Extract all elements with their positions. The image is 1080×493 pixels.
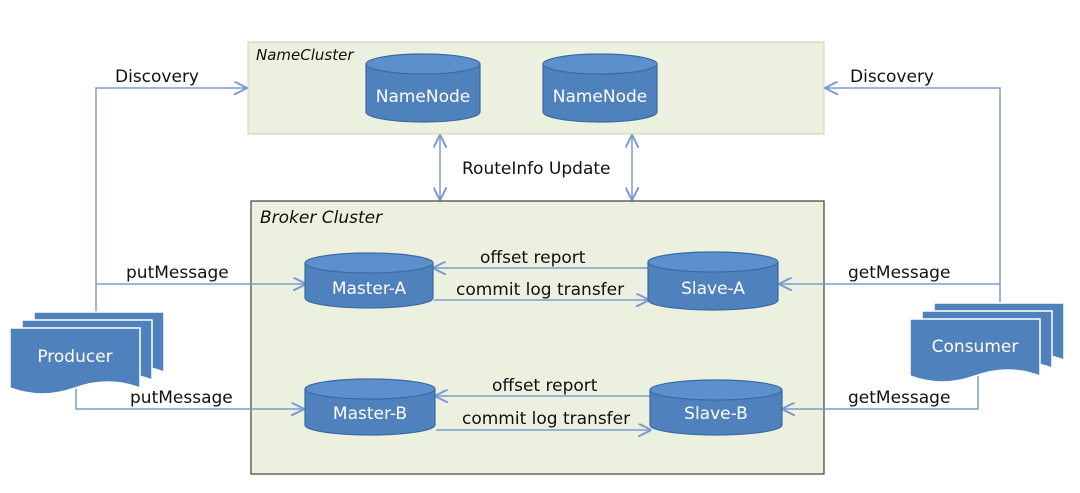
slave-b-label: Slave-B <box>684 404 748 424</box>
commit-log-a-label: commit log transfer <box>456 280 624 300</box>
get-message-b-arrow <box>783 376 979 409</box>
namenode-2-cylinder: NameNode <box>542 53 658 123</box>
put-message-b-arrow <box>75 388 303 409</box>
broker-cluster-label: Broker Cluster <box>260 208 383 228</box>
name-cluster-box <box>247 41 825 135</box>
master-b-cylinder: Master-B <box>304 378 436 436</box>
get-message-b-label: getMessage <box>848 388 950 408</box>
offset-report-b-label: offset report <box>492 376 598 396</box>
consumer-node: Consumer <box>909 302 1065 383</box>
commit-log-b-label: commit log transfer <box>462 409 630 429</box>
master-a-label: Master-A <box>332 279 407 299</box>
master-b-label: Master-B <box>333 404 407 424</box>
producer-discovery-arrow <box>95 88 246 322</box>
namenode-2-label: NameNode <box>553 87 648 107</box>
namenode-1-cylinder: NameNode <box>365 53 481 123</box>
get-message-a-label: getMessage <box>848 263 950 283</box>
slave-a-label: Slave-A <box>681 279 745 299</box>
consumer-label: Consumer <box>932 337 1019 357</box>
master-a-cylinder: Master-A <box>304 252 434 309</box>
producer-label: Producer <box>37 347 112 367</box>
slave-a-cylinder: Slave-A <box>647 251 779 311</box>
put-message-b-label: putMessage <box>130 388 233 408</box>
consumer-discovery-arrow <box>826 88 1001 330</box>
put-message-a-label: putMessage <box>126 263 229 283</box>
route-update-label: RouteInfo Update <box>462 159 611 179</box>
name-cluster-label: NameCluster <box>256 46 354 64</box>
producer-discovery-label: Discovery <box>115 67 199 87</box>
namenode-1-label: NameNode <box>376 87 471 107</box>
slave-b-cylinder: Slave-B <box>649 379 783 436</box>
producer-node: Producer <box>9 311 165 395</box>
offset-report-a-label: offset report <box>480 248 586 268</box>
consumer-discovery-label: Discovery <box>850 67 934 87</box>
